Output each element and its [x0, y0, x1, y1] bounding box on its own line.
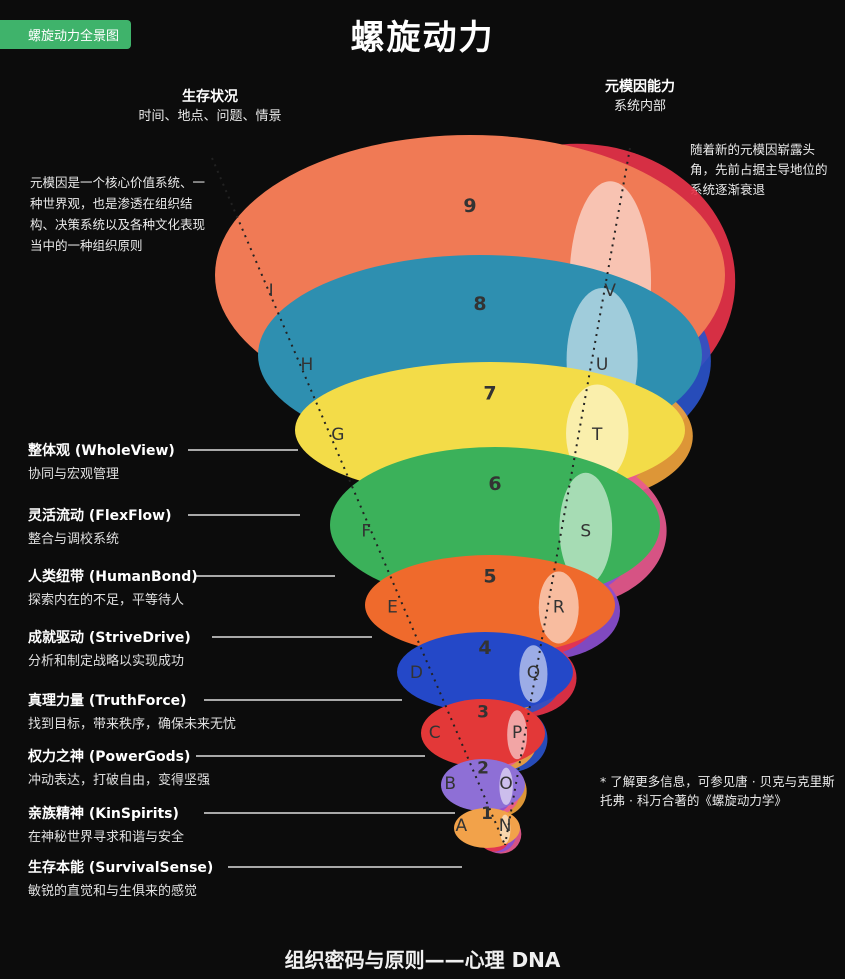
level-item: 亲族精神 (KinSpirits) 在神秘世界寻求和谐与安全: [28, 803, 308, 845]
level-name: 整体观 (WholeView): [28, 443, 175, 459]
ring-left-letter-G: G: [331, 425, 344, 445]
ring-6-swirl: [559, 472, 613, 586]
level-name: 成就驱动 (StriveDrive): [28, 630, 191, 646]
level-name: 权力之神 (PowerGods): [28, 749, 191, 765]
footnote: * 了解更多信息，可参见唐 · 贝克与克里斯托弗 · 科万合著的《螺旋动力学》: [600, 774, 835, 808]
level-desc: 探索内在的不足，平等待人: [28, 593, 185, 608]
level-desc: 敏锐的直觉和与生俱来的感觉: [28, 884, 198, 899]
ring-number-9: 9: [463, 195, 476, 217]
meme-capacity: 元模因能力 系统内部: [585, 78, 695, 116]
level-name: 真理力量 (TruthForce): [28, 693, 187, 709]
level-desc: 找到目标，带来秩序，确保未来无忧: [28, 717, 237, 732]
ring-number-1: 1: [481, 804, 493, 824]
meme-definition-text: 元模因是一个核心价值系统、一种世界观，也是渗透在组织结构、决策系统以及各种文化表…: [30, 175, 206, 253]
level-item: 权力之神 (PowerGods) 冲动表达，打破自由，变得坚强: [28, 746, 308, 788]
ring-left-letter-C: C: [429, 723, 441, 743]
ring-3-swirl: [507, 710, 528, 760]
meme-capacity-sub: 系统内部: [613, 99, 666, 114]
ring-4-swirl: [519, 645, 548, 703]
ring-right-letter-T: T: [591, 425, 603, 445]
level-item: 人类纽带 (HumanBond) 探索内在的不足，平等待人: [28, 566, 308, 608]
level-item: 真理力量 (TruthForce) 找到目标，带来秩序，确保未来无忧: [28, 690, 308, 732]
ring-right-letter-Q: Q: [527, 663, 540, 683]
level-name: 亲族精神 (KinSpirits): [28, 806, 179, 822]
ring-right-letter-O: O: [499, 774, 512, 794]
ring-5-swirl: [538, 571, 579, 644]
footer-caption: 组织密码与原则——心理 DNA: [284, 948, 561, 972]
ring-number-4: 4: [478, 637, 491, 659]
meme-capacity-heading: 元模因能力: [605, 79, 675, 95]
ring-1-swirl: [499, 814, 511, 844]
level-desc: 协同与宏观管理: [28, 467, 120, 482]
ring-left-letter-D: D: [410, 663, 423, 683]
section-tag: 螺旋动力全景图: [0, 20, 132, 49]
level-name: 生存本能 (SurvivalSense): [28, 860, 214, 876]
level-name: 灵活流动 (FlexFlow): [28, 508, 172, 524]
ring-7-swirl: [566, 384, 629, 483]
spiral-rings: [215, 135, 725, 848]
level-item: 生存本能 (SurvivalSense) 敏锐的直觉和与生俱来的感觉: [28, 857, 308, 899]
ring-right-letter-V: V: [604, 281, 616, 301]
ring-number-5: 5: [483, 566, 496, 588]
ring-left-letter-B: B: [444, 774, 456, 794]
level-item: 整体观 (WholeView) 协同与宏观管理: [28, 440, 308, 482]
ring-left-letter-A: A: [455, 816, 467, 836]
page-title: 螺旋动力: [350, 18, 495, 58]
ring-number-8: 8: [473, 293, 486, 315]
ring-right-letter-R: R: [553, 598, 565, 618]
ring-left-letter-H: H: [300, 355, 313, 375]
ring-right-letter-U: U: [596, 355, 608, 375]
level-name: 人类纽带 (HumanBond): [28, 569, 198, 585]
ring-number-3: 3: [477, 703, 489, 723]
ring-right-letter-S: S: [580, 522, 591, 542]
ring-number-7: 7: [483, 382, 496, 404]
level-item: 灵活流动 (FlexFlow) 整合与调校系统: [28, 505, 308, 547]
level-item: 成就驱动 (StriveDrive) 分析和制定战略以实现成功: [28, 627, 308, 669]
level-connector-lines: [188, 449, 462, 868]
ring-labels: 9I V 8H U 7G T 6F S 5E R 4D Q 3C P 2B O1A N: [269, 195, 617, 836]
survival-conditions-sub: 时间、地点、问题、情景: [138, 109, 282, 124]
level-desc: 分析和制定战略以实现成功: [28, 654, 185, 669]
ring-2-swirl: [499, 767, 513, 806]
ring-number-2: 2: [477, 758, 489, 778]
survival-conditions-heading: 生存状况: [182, 89, 238, 105]
ring-left-letter-I: I: [269, 281, 274, 301]
ring-right-letter-P: P: [512, 723, 522, 743]
ring-left-letter-F: F: [361, 522, 371, 542]
survival-conditions: 生存状况 时间、地点、问题、情景: [100, 88, 320, 126]
ring-right-letter-N: N: [499, 816, 512, 836]
level-desc: 在神秘世界寻求和谐与安全: [28, 830, 185, 845]
ring-number-6: 6: [488, 473, 501, 495]
meme-decline-text: 随着新的元模因崭露头角，先前占据主导地位的系统逐渐衰退: [690, 142, 828, 197]
level-desc: 整合与调校系统: [28, 532, 120, 547]
ring-left-letter-E: E: [387, 598, 398, 618]
level-desc: 冲动表达，打破自由，变得坚强: [28, 773, 211, 788]
